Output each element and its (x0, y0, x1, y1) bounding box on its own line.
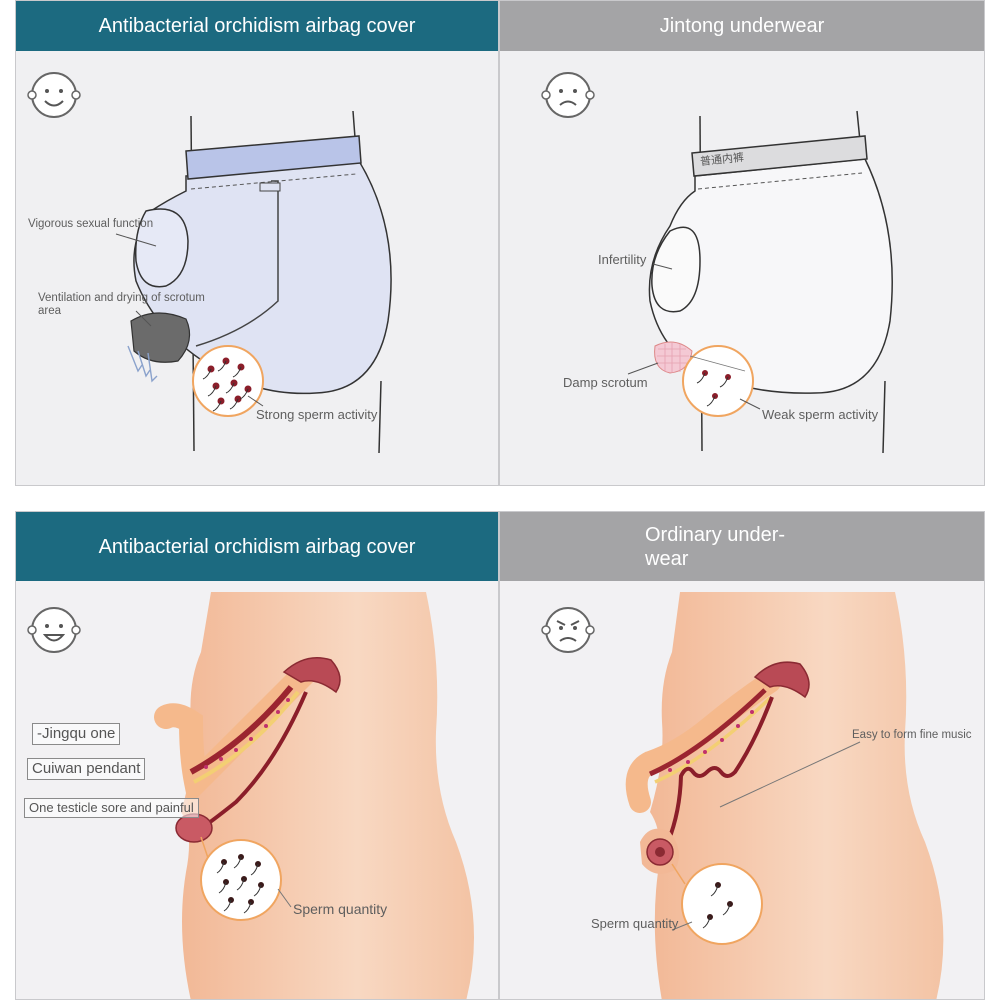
ordinary-underwear-illustration (541, 72, 893, 454)
angry-face-icon (541, 607, 595, 653)
anatomy-illustration-affected (541, 592, 944, 999)
label-weak: Weak sperm activity (762, 407, 879, 422)
box-label-1: -Jingqu one (32, 723, 121, 745)
sad-face-icon (541, 72, 595, 118)
panel-title: Jintong underwear (500, 1, 984, 51)
anatomy-illustration-healthy (27, 592, 474, 999)
label-damp: Damp scrotum (563, 375, 648, 390)
panel-title: Ordinary under- wear (500, 512, 984, 581)
label-sperm-quantity: Sperm quantity (591, 916, 679, 931)
label-strong: Strong sperm activity (256, 407, 378, 422)
panel-title-text: Ordinary under- wear (645, 523, 786, 570)
label-infertility: Infertility (598, 252, 647, 267)
panel-top-left: Antibacterial orchidism airbag cover (15, 0, 499, 486)
panel-top-right: Jintong underwear (499, 0, 985, 486)
label-fine-music: Easy to form fine music (852, 729, 972, 741)
panel-bottom-right: Ordinary under- wear (499, 511, 985, 1000)
box-label-3: One testicle sore and painful (24, 798, 199, 818)
label-ventilation: Ventilation and drying of scrotum area (38, 292, 205, 318)
panel-title: Antibacterial orchidism airbag cover (16, 1, 498, 51)
panel-title: Antibacterial orchidism airbag cover (16, 512, 498, 581)
airbag-underwear-illustration (27, 72, 392, 454)
label-sperm-quantity: Sperm quantity (293, 901, 388, 917)
panel-bottom-left: Antibacterial orchidism airbag cover (15, 511, 499, 1000)
happy-face-icon (27, 607, 81, 653)
happy-face-icon (27, 72, 81, 118)
box-label-2: Cuiwan pendant (27, 758, 146, 780)
label-vigorous: Vigorous sexual function (28, 218, 154, 230)
